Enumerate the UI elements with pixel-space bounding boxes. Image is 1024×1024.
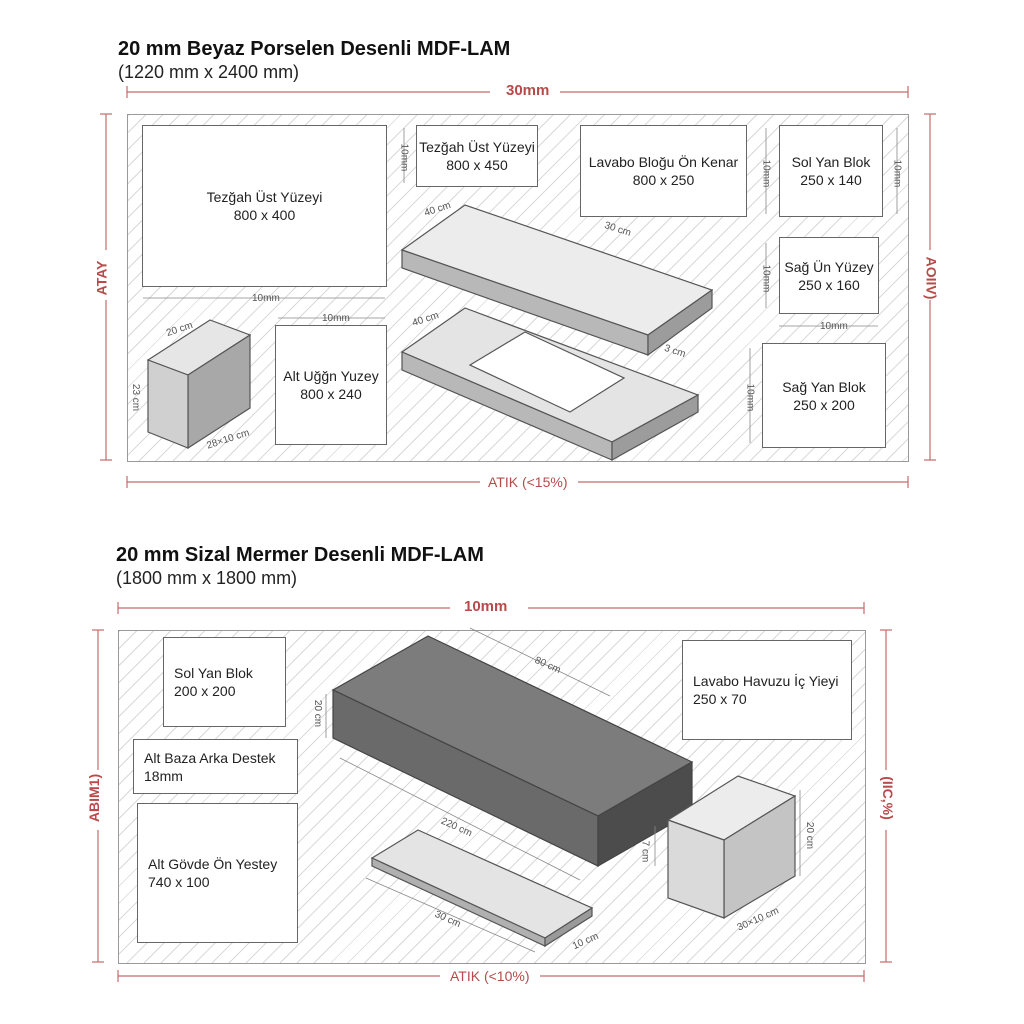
sheet2-title: 20 mm Sizal Mermer Desenli MDF-LAM (116, 544, 484, 566)
piece-name: Alt Baza Arka Destek (144, 749, 276, 766)
sheet2-piece-3: Alt Gövde Ön Yestey 740 x 100 (137, 803, 298, 943)
piece-name: Sağ Ün Yüzey (784, 258, 874, 275)
piece-name: Tezğah Üst Yüzeyi (419, 139, 535, 155)
sheet1-piece-1: Tezğah Üst Yüzeyi 800 x 400 (142, 125, 387, 287)
sheet1-title: 20 mm Beyaz Porselen Desenli MDF-LAM (118, 38, 511, 60)
piece-name: Alt Gövde Ön Yestey (148, 856, 278, 872)
piece-size: 800 x 400 (233, 207, 296, 223)
sheet1-piece-3: Lavabo Bloğu Ön Kenar 800 x 250 (580, 125, 747, 217)
piece-size: 800 x 250 (632, 172, 695, 188)
sheet1-top-dim: 30mm (506, 82, 550, 99)
sheet2-top-dim: 10mm (464, 598, 508, 615)
piece-name: Sol Yan Blok (791, 154, 871, 170)
piece-name: Lavabo Bloğu Ön Kenar (588, 154, 739, 170)
piece-size: 250 x 200 (793, 396, 855, 413)
sheet2-cm-4: 7 cm (639, 840, 651, 863)
sheet1-piece-7: Alt Uğğn Yuzey 800 x 240 (275, 325, 387, 445)
piece-name: Lavabo Havuzu İç Yieyi (693, 673, 839, 689)
sheet2-bottom-dim: ATIK (<10%) (450, 968, 530, 984)
sheet1-top-slab (400, 204, 714, 357)
sheet1-left-dim-line (100, 113, 112, 461)
sheet1-bottom-dim: ATIK (<15%) (488, 474, 568, 490)
piece-size: 740 x 100 (148, 874, 210, 890)
sheet2-right-block (666, 775, 797, 920)
sheet1-piece-5: Sağ Ün Yüzey 250 x 160 (779, 237, 879, 314)
piece-size: 250 x 140 (800, 172, 862, 188)
piece-name: Sol Yan Blok (174, 665, 253, 681)
sheet2-top-dim-line (117, 602, 865, 614)
sheet2-size: (1800 mm x 1800 mm) (116, 568, 298, 588)
piece-name: Tezğah Üst Yüzeyi (206, 189, 323, 205)
sheet2-piece-2: Alt Baza Arka Destek 18mm (133, 739, 298, 794)
sheet2-piece-4: Lavabo Havuzu İç Yieyi 250 x 70 (682, 640, 852, 740)
sheet1-dim-7: 10mm (820, 321, 848, 332)
piece-size: 800 x 240 (300, 386, 362, 402)
sheet2-thin-strip (370, 829, 594, 948)
sheet2-bottom-dim-line (117, 970, 865, 982)
sheet1-piece-4: Sol Yan Blok 250 x 140 (779, 125, 883, 217)
sheet2-left-dim-line (92, 629, 104, 963)
sheet1-size: (1220 mm x 2400 mm) (118, 62, 300, 82)
sheet1-top-dim-line (126, 86, 909, 98)
sheet2-cm-5: 20 cm (804, 821, 816, 850)
sheet2-right-dim-line (880, 629, 892, 963)
sheet1-small-block (146, 319, 252, 450)
piece-size: 250 x 160 (798, 276, 860, 293)
sheet1-bottom-dim-line (126, 476, 909, 488)
sheet1-sink-slab (400, 307, 700, 462)
sheet2-big-block (331, 635, 694, 868)
piece-size: 250 x 70 (693, 691, 747, 707)
sheet1-dim-1: 10mm (252, 293, 280, 304)
sheet2-cm-2: 20 cm (312, 699, 324, 728)
piece-size: 200 x 200 (174, 683, 236, 699)
piece-size: 800 x 450 (446, 157, 508, 173)
sheet1-right-dim-line (924, 113, 936, 461)
piece-size: 18mm (144, 767, 183, 784)
piece-name: Alt Uğğn Yuzey (283, 368, 379, 384)
sheet1-dim-2: 10mm (322, 313, 350, 324)
piece-name: Sağ Yan Blok (782, 378, 866, 395)
sheet2-piece-1: Sol Yan Blok 200 x 200 (163, 637, 286, 727)
sheet1-piece-6: Sağ Yan Blok 250 x 200 (762, 343, 886, 448)
sheet1-piece-2: Tezğah Üst Yüzeyi 800 x 450 (416, 125, 538, 187)
